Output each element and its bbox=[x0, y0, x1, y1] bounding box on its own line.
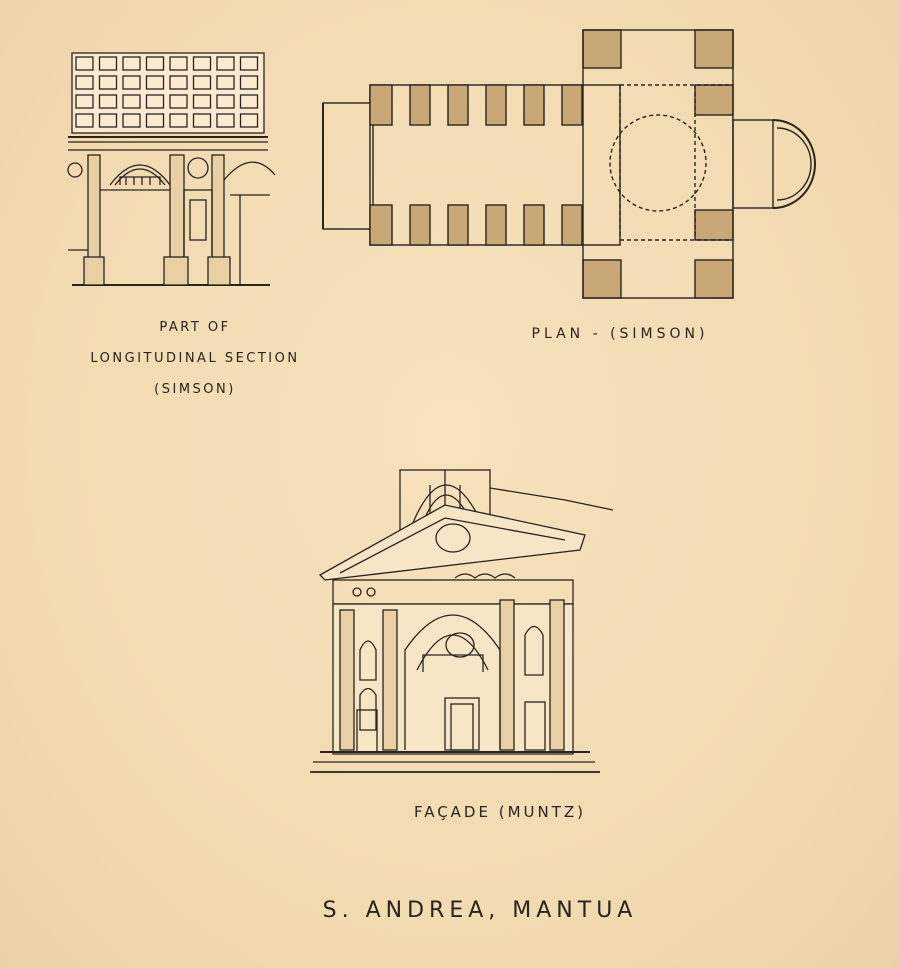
coffer bbox=[239, 113, 259, 128]
longitudinal-section-drawing bbox=[67, 52, 276, 286]
section-caption-line1: PART OF bbox=[159, 320, 231, 335]
coffer bbox=[216, 94, 235, 109]
coffer bbox=[216, 56, 235, 71]
coffer bbox=[216, 75, 235, 90]
coffer bbox=[239, 94, 259, 109]
coffer bbox=[122, 94, 141, 109]
coffer bbox=[98, 56, 118, 71]
coffer bbox=[75, 56, 94, 71]
coffer bbox=[192, 75, 212, 90]
coffer bbox=[192, 94, 212, 109]
coffer bbox=[75, 113, 94, 128]
coffer bbox=[75, 75, 94, 90]
coffer bbox=[216, 113, 235, 128]
facade-drawing bbox=[310, 469, 614, 773]
coffer bbox=[169, 75, 188, 90]
coffer bbox=[98, 113, 118, 128]
coffer bbox=[145, 94, 165, 109]
coffer bbox=[192, 113, 212, 128]
section-caption-line2: LONGITUDINAL SECTION bbox=[90, 351, 300, 366]
section-caption-line3: (SIMSON) bbox=[154, 382, 236, 397]
coffer bbox=[98, 75, 118, 90]
sheet-title: S. ANDREA, MANTUA bbox=[322, 898, 638, 923]
facade-caption: FAÇADE (MUNTZ) bbox=[413, 803, 587, 821]
plan-drawing bbox=[322, 29, 816, 299]
coffer bbox=[122, 75, 141, 90]
coffer bbox=[145, 56, 165, 71]
section-caption: PART OF LONGITUDINAL SECTION (SIMSON) bbox=[60, 312, 330, 405]
coffer bbox=[122, 56, 141, 71]
coffer bbox=[169, 56, 188, 71]
coffer bbox=[169, 94, 188, 109]
coffer bbox=[122, 113, 141, 128]
coffer bbox=[239, 56, 259, 71]
coffer bbox=[169, 113, 188, 128]
coffer bbox=[98, 94, 118, 109]
coffer bbox=[192, 56, 212, 71]
coffer bbox=[75, 94, 94, 109]
coffer bbox=[145, 75, 165, 90]
coffer bbox=[239, 75, 259, 90]
coffer bbox=[145, 113, 165, 128]
plan-caption: PLAN - (SIMSON) bbox=[531, 326, 709, 342]
